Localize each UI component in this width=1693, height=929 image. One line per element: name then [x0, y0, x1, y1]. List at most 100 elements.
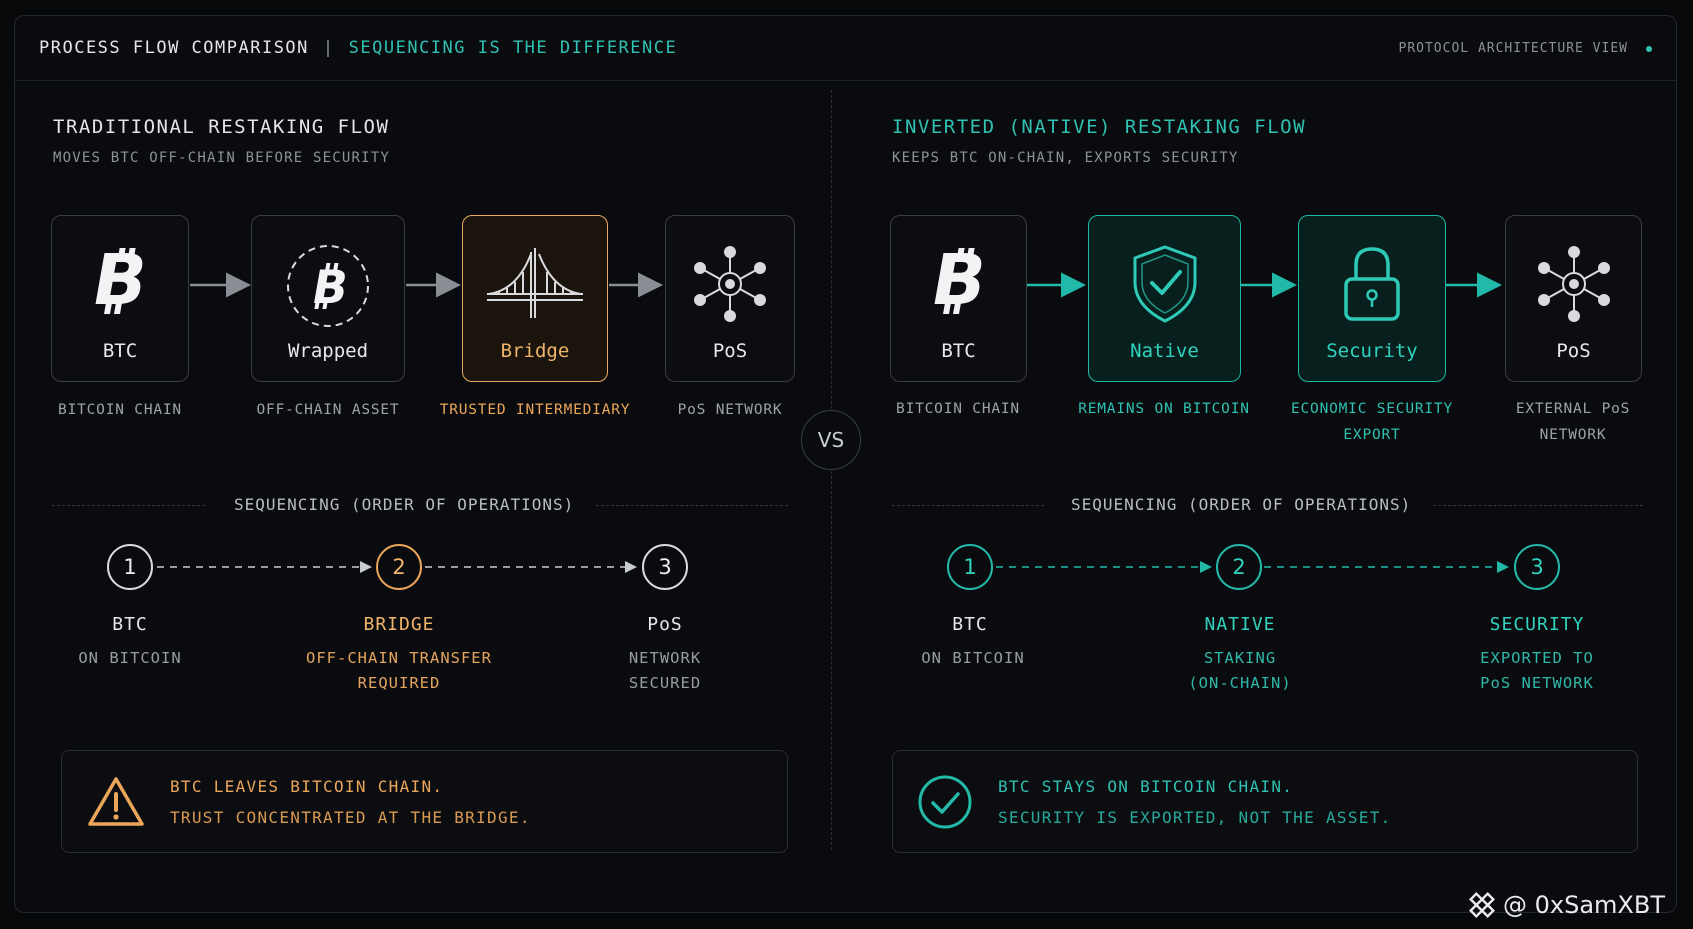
caption-trusted-intermediary: TRUSTED INTERMEDIARY: [430, 397, 640, 423]
flow-box-native: Native: [1088, 215, 1241, 382]
caption-line: PoS NETWORK: [677, 402, 783, 418]
desc-line: NETWORK: [628, 649, 702, 667]
caption-remains-on-bitcoin: REMAINS ON BITCOIN: [1064, 396, 1264, 422]
warning-line-1: BTC LEAVES BITCOIN CHAIN.: [170, 777, 444, 796]
step-3-title-right: SECURITY: [1489, 614, 1585, 635]
caption-line: TRUSTED INTERMEDIARY: [439, 402, 631, 418]
desc-line: ON BITCOIN: [921, 649, 1025, 667]
page-title: PROCESS FLOW COMPARISON | SEQUENCING IS TH…: [39, 38, 677, 58]
flow-box-btc: B BTC: [51, 215, 189, 382]
caption-line: EXPORT: [1343, 427, 1401, 443]
shield-check-icon: [1133, 245, 1196, 323]
step-2-desc: OFF-CHAIN TRANSFER REQUIRED: [289, 646, 509, 696]
check-circle-icon: [918, 775, 972, 829]
step-2-desc-right: STAKING (ON-CHAIN): [1150, 646, 1330, 696]
left-flow-title: TRADITIONAL RESTAKING FLOW: [53, 116, 390, 138]
seq-divider-right-b: [1433, 505, 1643, 506]
protocol-view-label: PROTOCOL ARCHITECTURE VIEW: [1398, 41, 1628, 56]
step-1-title-right: BTC: [952, 614, 988, 635]
seq-divider-right-a: [892, 505, 1044, 506]
flow-box-bridge: Bridge: [462, 215, 608, 382]
step-2-circle: 2: [376, 544, 422, 590]
box-label: Native: [1130, 340, 1199, 362]
desc-line: PoS NETWORK: [1480, 674, 1594, 692]
header-separator: |: [322, 38, 335, 58]
top-bar: PROCESS FLOW COMPARISON | SEQUENCING IS TH…: [15, 16, 1676, 81]
right-flow-title: INVERTED (NATIVE) RESTAKING FLOW: [892, 116, 1307, 138]
step-3-circle-right: 3: [1514, 544, 1560, 590]
wrapped-bitcoin-icon: B: [287, 245, 369, 327]
warning-note: BTC LEAVES BITCOIN CHAIN. TRUST CONCENTR…: [61, 750, 788, 853]
watermark-text: @ 0xSamXBT: [1503, 891, 1665, 919]
left-sequence-heading: SEQUENCING (ORDER OF OPERATIONS): [234, 495, 575, 514]
right-sequence-heading: SEQUENCING (ORDER OF OPERATIONS): [1071, 495, 1412, 514]
step-3-desc: NETWORK SECURED: [585, 646, 745, 696]
success-line-1: BTC STAYS ON BITCOIN CHAIN.: [998, 777, 1294, 796]
flow-box-pos-external: PoS: [1505, 215, 1642, 382]
diamond-logo-icon: [1469, 892, 1495, 918]
desc-line: (ON-CHAIN): [1188, 674, 1292, 692]
svg-text:B: B: [308, 260, 353, 314]
desc-line: ON BITCOIN: [78, 649, 182, 667]
caption-line: OFF-CHAIN ASSET: [256, 402, 400, 418]
desc-line: REQUIRED: [357, 674, 441, 692]
desc-line: SECURED: [628, 674, 702, 692]
box-label: Wrapped: [287, 340, 369, 362]
watermark: @ 0xSamXBT: [1469, 891, 1665, 919]
seq-divider-left-b: [596, 505, 788, 506]
box-label: PoS: [1556, 340, 1591, 362]
flow-box-wrapped: B Wrapped: [251, 215, 405, 382]
caption-external-pos-network: EXTERNAL PoS NETWORK: [1493, 396, 1653, 448]
header-subtitle: SEQUENCING IS THE DIFFERENCE: [348, 38, 678, 58]
box-label: BTC: [941, 340, 976, 362]
flow-box-security: Security: [1298, 215, 1446, 382]
step-1-desc: ON BITCOIN: [50, 646, 210, 671]
vs-badge: VS: [801, 410, 861, 470]
step-2-title: BRIDGE: [363, 614, 435, 635]
box-label: PoS: [712, 340, 748, 362]
step-3-desc-right: EXPORTED TO PoS NETWORK: [1437, 646, 1637, 696]
box-label: BTC: [102, 340, 138, 362]
caption-off-chain-asset: OFF-CHAIN ASSET: [238, 397, 418, 423]
seq-divider-left-a: [52, 505, 205, 506]
lock-icon: [1344, 247, 1400, 321]
desc-line: STAKING: [1203, 649, 1277, 667]
bridge-icon: [487, 248, 583, 318]
caption-pos-network: PoS NETWORK: [650, 397, 810, 423]
bitcoin-icon: B: [929, 246, 989, 316]
header-title: PROCESS FLOW COMPARISON: [39, 38, 309, 58]
box-label: Bridge: [500, 340, 570, 362]
success-line-2: SECURITY IS EXPORTED, NOT THE ASSET.: [998, 808, 1392, 827]
status-dot-icon: [1646, 46, 1652, 52]
flow-box-btc-native: B BTC: [890, 215, 1027, 382]
network-hub-icon: [694, 246, 766, 322]
step-3-title: PoS: [647, 614, 683, 635]
desc-line: OFF-CHAIN TRANSFER: [306, 649, 492, 667]
step-2-title-right: NATIVE: [1204, 614, 1276, 635]
caption-line: BITCOIN CHAIN: [58, 402, 182, 418]
caption-line: EXTERNAL PoS: [1515, 401, 1631, 417]
caption-bitcoin-chain: BITCOIN CHAIN: [40, 397, 200, 423]
step-3-circle: 3: [642, 544, 688, 590]
step-2-circle-right: 2: [1216, 544, 1262, 590]
step-1-circle-right: 1: [947, 544, 993, 590]
desc-line: EXPORTED TO: [1480, 649, 1594, 667]
success-note: BTC STAYS ON BITCOIN CHAIN. SECURITY IS …: [892, 750, 1638, 853]
caption-line: REMAINS ON BITCOIN: [1078, 401, 1250, 417]
caption-line: ECONOMIC SECURITY: [1290, 401, 1453, 417]
caption-economic-security-export: ECONOMIC SECURITY EXPORT: [1272, 396, 1472, 448]
network-hub-icon: [1537, 246, 1610, 322]
box-label: Security: [1326, 340, 1418, 362]
step-1-title: BTC: [112, 614, 148, 635]
warning-line-2: TRUST CONCENTRATED AT THE BRIDGE.: [170, 808, 531, 827]
step-1-circle: 1: [107, 544, 153, 590]
caption-bitcoin-chain-right: BITCOIN CHAIN: [878, 396, 1038, 422]
caption-line: NETWORK: [1539, 427, 1607, 443]
bitcoin-icon: B: [90, 246, 150, 316]
right-flow-subtitle: KEEPS BTC ON-CHAIN, EXPORTS SECURITY: [892, 150, 1239, 166]
step-1-desc-right: ON BITCOIN: [893, 646, 1053, 671]
flow-box-pos: PoS: [665, 215, 795, 382]
caption-line: BITCOIN CHAIN: [896, 401, 1020, 417]
left-flow-subtitle: MOVES BTC OFF-CHAIN BEFORE SECURITY: [53, 150, 391, 166]
